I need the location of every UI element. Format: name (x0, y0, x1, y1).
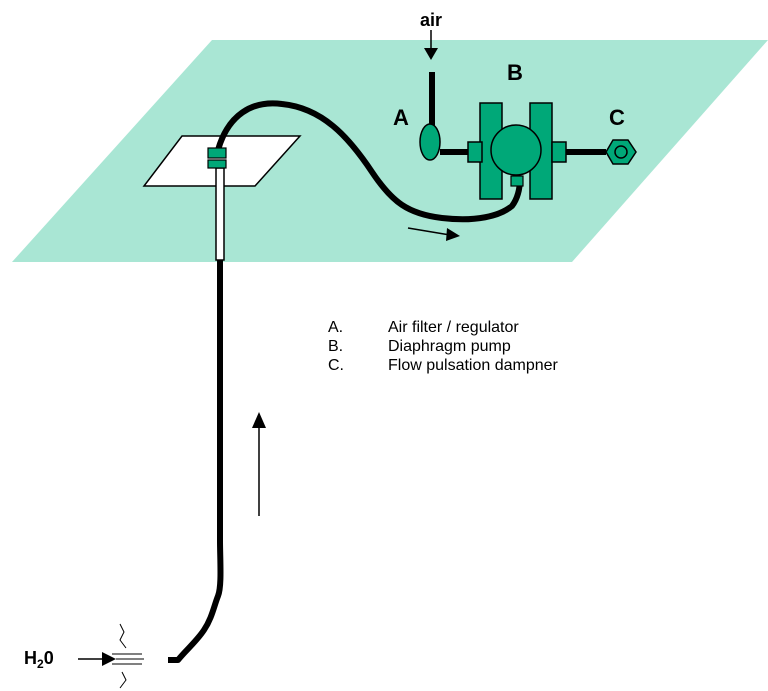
transfer-hose (215, 100, 523, 223)
legend-text: Air filter / regulator (388, 319, 519, 336)
legend-item-c: C. Flow pulsation dampner (328, 356, 558, 375)
h2o-label: H20 (24, 648, 54, 671)
label-c: C (609, 105, 625, 130)
label-a: A (393, 105, 409, 130)
dampener-center (614, 145, 628, 159)
air-label: air (420, 10, 442, 30)
flow-arrow-head (446, 228, 460, 241)
label-b: B (507, 60, 523, 85)
legend-item-a: A. Air filter / regulator (328, 318, 558, 337)
air-filter-regulator (419, 123, 441, 161)
water-arrow-head (102, 652, 116, 666)
flow-arrow-shaft (407, 227, 451, 236)
legend-key: A. (328, 319, 344, 336)
well-casing (215, 167, 225, 261)
water-spray-icon (112, 623, 144, 689)
h2o-sub: 2 (37, 657, 44, 671)
legend-key: C. (328, 357, 344, 374)
pump-inlet-fitting (510, 175, 524, 187)
upflow-arrow-head (252, 412, 266, 428)
hose-fitting-lower (207, 159, 227, 169)
legend-text: Diaphragm pump (388, 338, 511, 355)
legend-item-b: B. Diaphragm pump (328, 337, 558, 356)
h2o-h: H (24, 648, 37, 668)
pump-left-port (467, 141, 483, 163)
h2o-end: 0 (44, 648, 54, 668)
legend-key: B. (328, 338, 344, 355)
hose-fitting (207, 147, 227, 159)
legend: A. Air filter / regulator B. Diaphragm p… (328, 318, 558, 375)
pulsation-dampener (605, 139, 637, 165)
legend-text: Flow pulsation dampner (388, 357, 558, 374)
diaphragm-pump-body (490, 124, 542, 176)
pump-right-port (551, 141, 567, 163)
suction-hose (168, 260, 224, 663)
platform-surface (12, 40, 768, 262)
air-arrow-head (424, 48, 438, 60)
